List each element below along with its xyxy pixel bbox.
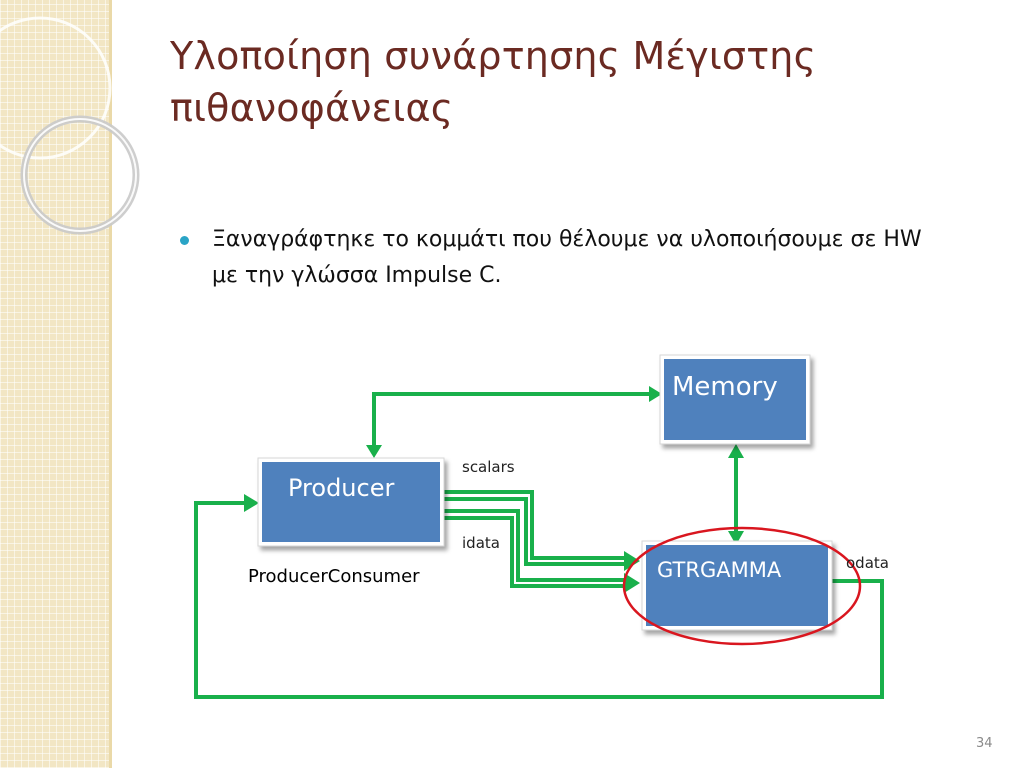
bullet-list: Ξαναγράφτηκε το κομμάτι που θέλουμε να υ… (178, 222, 938, 294)
decorative-circles (0, 16, 140, 235)
connector-idata (444, 509, 625, 588)
arrowhead-to-producer (366, 445, 382, 458)
gtrgamma-label: GTRGAMMA (657, 558, 782, 582)
arrowhead-idata (624, 573, 640, 593)
highlight-ellipse (622, 526, 862, 646)
bullet-icon (180, 236, 189, 245)
arrowhead-down-gtrgamma (728, 531, 744, 545)
arrowhead-to-memory (649, 386, 662, 402)
producer-consumer-caption: ProducerConsumer (248, 566, 420, 587)
connector-producer-memory (372, 392, 650, 447)
odata-label: odata (846, 554, 889, 572)
connector-scalars (444, 490, 625, 566)
slide-title: Υλοποίηση συνάρτησης Μέγιστης πιθανοφάνε… (170, 34, 817, 130)
bullet-item: Ξαναγράφτηκε το κομμάτι που θέλουμε να υ… (178, 222, 938, 294)
bullet-text: Ξαναγράφτηκε το κομμάτι που θέλουμε να υ… (212, 227, 922, 288)
arrowhead-scalars (624, 551, 640, 571)
producer-label: Producer (288, 474, 394, 502)
page-number: 34 (976, 736, 993, 751)
producer-block: Producer (257, 457, 445, 547)
memory-block: Memory (659, 354, 811, 445)
connector-feedback-loop (194, 501, 884, 699)
memory-label: Memory (672, 372, 778, 402)
gtrgamma-block: GTRGAMMA (641, 540, 833, 631)
arrowhead-feedback (244, 494, 259, 512)
scalars-label: scalars (462, 458, 515, 476)
idata-label: idata (462, 534, 500, 552)
arrowhead-up-memory (728, 444, 744, 458)
